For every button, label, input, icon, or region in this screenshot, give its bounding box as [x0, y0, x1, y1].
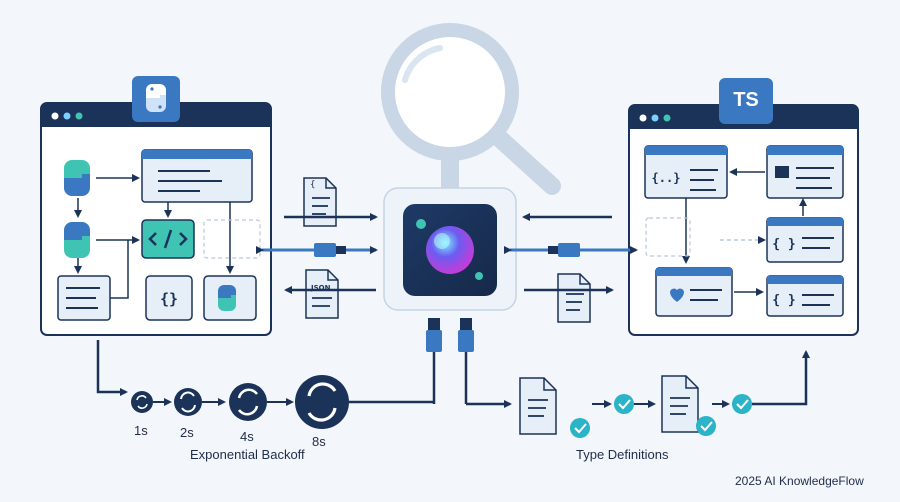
svg-text:{}: {}	[160, 290, 178, 308]
type-definitions-caption: Type Definitions	[576, 447, 669, 462]
json-doc: JSON	[305, 269, 339, 319]
type-def-doc-2	[661, 375, 716, 436]
brace-doc-top-left	[303, 177, 337, 227]
backoff-step-4	[295, 375, 349, 429]
python-logo-3	[203, 275, 257, 321]
cable-right	[504, 243, 638, 257]
html-tag-icon	[141, 219, 195, 259]
python-badge-icon	[132, 76, 180, 122]
backoff-step-1	[131, 391, 153, 413]
placeholder-box	[203, 219, 261, 259]
svg-text:{ }: { }	[772, 293, 795, 308]
typescript-badge	[719, 78, 773, 124]
python-logo-1	[64, 160, 90, 196]
typescript-badge-label: TS	[733, 89, 759, 111]
ts-placeholder-box	[645, 217, 691, 257]
check-icon-mid-2	[732, 394, 752, 414]
check-icon	[696, 416, 716, 436]
json-doc-label: JSON	[310, 284, 331, 292]
ai-hub-card	[383, 187, 517, 311]
type-def-doc-1	[519, 377, 590, 438]
backoff-step-2	[174, 388, 202, 416]
check-icon-mid-1	[614, 394, 634, 414]
ai-orb-icon	[426, 226, 474, 274]
backoff-caption: Exponential Backoff	[190, 447, 305, 462]
braces-box: {}	[145, 275, 193, 321]
code-window	[141, 149, 253, 203]
python-logo-2	[64, 222, 90, 258]
check-icon	[570, 418, 590, 438]
svg-text:{..}: {..}	[652, 171, 681, 185]
backoff-label-4s: 4s	[240, 429, 254, 444]
cables-down	[426, 318, 474, 404]
cable-left	[256, 243, 378, 257]
ts-heart-window	[655, 267, 733, 317]
ts-media-window	[766, 145, 844, 199]
brace-doc-right	[557, 273, 591, 323]
ts-braces-window-1: { }	[766, 217, 844, 263]
watermark: 2025 AI KnowledgeFlow	[735, 474, 864, 488]
ts-object-window: {..}	[644, 145, 728, 199]
ts-braces-window-2: { }	[766, 275, 844, 317]
brace-doc-label: {	[310, 180, 316, 190]
backoff-label-2s: 2s	[180, 425, 194, 440]
backoff-label-8s: 8s	[312, 434, 326, 449]
magnifier-icon	[381, 23, 561, 195]
backoff-step-3	[229, 383, 267, 421]
list-doc	[57, 275, 111, 321]
backoff-label-1s: 1s	[134, 423, 148, 438]
svg-text:{ }: { }	[772, 237, 795, 252]
